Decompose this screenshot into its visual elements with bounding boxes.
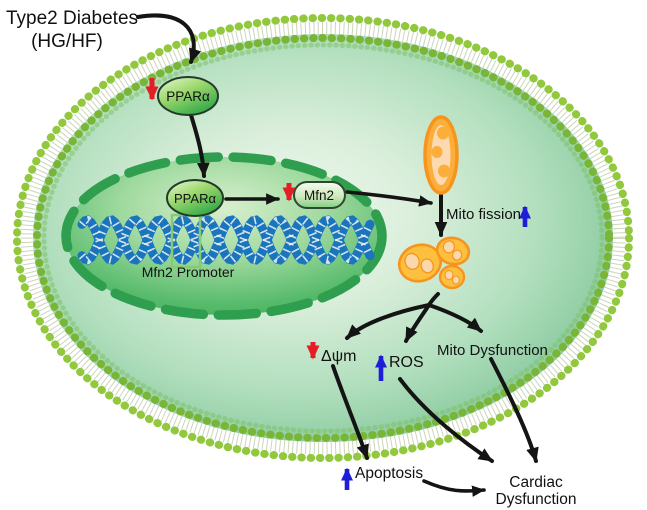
arrow-apoptosis-to-cardiac — [422, 479, 486, 497]
ppara-nucleus-node: PPARα — [166, 179, 224, 217]
arrow-ros-to-cardiac — [398, 377, 494, 463]
membrane-inner-heads — [33, 34, 613, 442]
label-mito-dysfunction: Mito Dysfunction — [437, 342, 548, 359]
pathway-arrows — [136, 13, 539, 497]
label-membrane-potential: Δψm — [321, 348, 356, 365]
decrease-arrows — [145, 78, 320, 360]
arrow-psi-to-apoptosis — [331, 364, 369, 460]
ppara-nucleus-label: PPARα — [174, 191, 216, 206]
mfn2-promoter-label: Mfn2 Promoter — [142, 264, 235, 280]
arrow-to-ros — [404, 303, 431, 343]
membrane-tails — [20, 21, 626, 455]
membrane-inner-rim — [41, 42, 605, 434]
nucleus: Mfn2 Promoter — [61, 152, 387, 320]
arrow-ppara-to-nucleus — [189, 113, 210, 178]
arrow-to-psi — [345, 303, 431, 340]
label-ros: ROS — [389, 354, 424, 371]
mitochondrion-large-icon — [423, 115, 459, 195]
arrow-diabetes-to-ppara — [136, 13, 202, 64]
ppara-cytoplasm-node: PPARα — [157, 76, 219, 116]
mitochondria-fragmented-icon — [397, 236, 471, 290]
mfn2-node: Mfn2 — [293, 181, 346, 209]
label-cardiac-line1: Cardiac — [509, 474, 563, 491]
cell-membrane — [13, 14, 633, 462]
dna-strand-hatch — [78, 215, 374, 265]
title-line2: (HG/HF) — [31, 31, 103, 52]
title-line1: Type2 Diabetes — [6, 8, 138, 29]
label-apoptosis: Apoptosis — [355, 465, 423, 482]
dna-strand-hatch — [78, 215, 374, 265]
arrow-to-mito-dysfunction — [427, 303, 483, 333]
label-mito-fission: Mito fission — [446, 206, 521, 223]
increase-arrows — [341, 205, 531, 490]
mfn2-label: Mfn2 — [304, 188, 334, 203]
label-cardiac-line2: Dysfunction — [496, 491, 577, 508]
arrow-mitodys-to-cardiac — [489, 357, 539, 463]
ppara-nucleus-oval — [166, 179, 224, 217]
nucleus-envelope — [61, 152, 387, 320]
dna-helix-icon — [77, 215, 375, 265]
arrow-mfn2-to-fission — [345, 190, 433, 207]
membrane-outer-heads — [13, 14, 633, 462]
ppara-cytoplasm-label: PPARα — [166, 89, 210, 104]
labels: Type2 Diabetes (HG/HF) Mito fission Δψm … — [6, 8, 577, 508]
